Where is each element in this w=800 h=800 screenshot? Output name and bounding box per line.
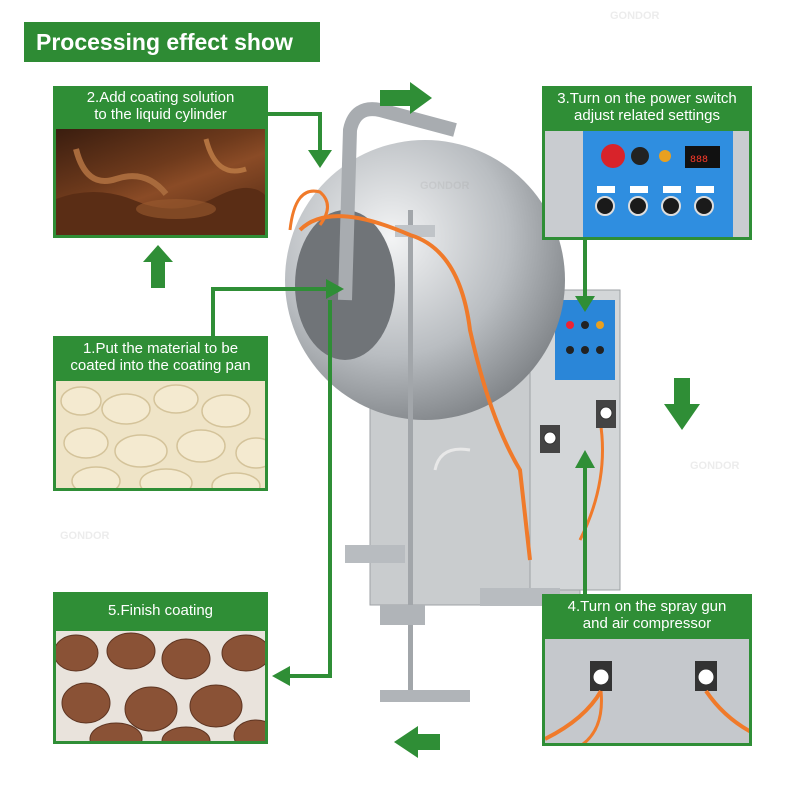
watermark-logo: GONDOR [610,10,660,22]
watermark-logo: GONDOR [690,460,740,472]
step1-line1: 1.Put the material to be [82,340,239,357]
step4-line1: 4.Turn on the spray gun [567,598,727,615]
watermark-logo: GONDOR [60,530,110,542]
spray-gun-image [542,636,752,746]
peanuts-raw-image [53,378,268,491]
step5-line1: 5.Finish coating [107,601,214,619]
pole-base-back [380,605,425,625]
step5-label: 5.Finish coating [53,592,268,628]
pole-base-front [380,690,470,702]
svg-text:888: 888 [690,155,708,166]
machine-foot-right [480,588,560,606]
watermark-logo: GONDOR [420,180,470,192]
orange-hose [298,214,532,561]
step3-line2: adjust related settings [574,107,720,124]
machine-foot-left [345,545,405,563]
spray-gun-pole [408,210,413,690]
step2-label: 2.Add coating solution to the liquid cyl… [53,86,268,126]
chocolate-solution-image [53,126,268,238]
machine-control-panel [555,300,615,380]
spray-gun-illustration [545,661,749,743]
step3-line1: 3.Turn on the power switch [557,90,737,107]
step3-label: 3.Turn on the power switch adjust relate… [542,86,752,128]
pan-handle [338,102,457,301]
step1-label: 1.Put the material to be coated into the… [53,336,268,378]
panel-indicator [566,321,574,329]
raw-peanuts-illustration [60,384,265,488]
step1-line2: coated into the coating pan [70,357,251,374]
white-air-hose [433,447,471,471]
coated-peanuts-illustration [56,632,265,741]
step4-line2: and air compressor [582,615,712,632]
control-panel-illustration: 888 [583,131,733,237]
chocolate-drip-illustration [56,138,265,235]
peanuts-coated-image [53,628,268,744]
control-panel-image: 888 [542,128,752,240]
step4-label: 4.Turn on the spray gun and air compress… [542,594,752,636]
page-title: Processing effect show [24,22,320,62]
step2-line2: to the liquid cylinder [94,106,227,123]
step2-line1: 2.Add coating solution [86,89,235,106]
